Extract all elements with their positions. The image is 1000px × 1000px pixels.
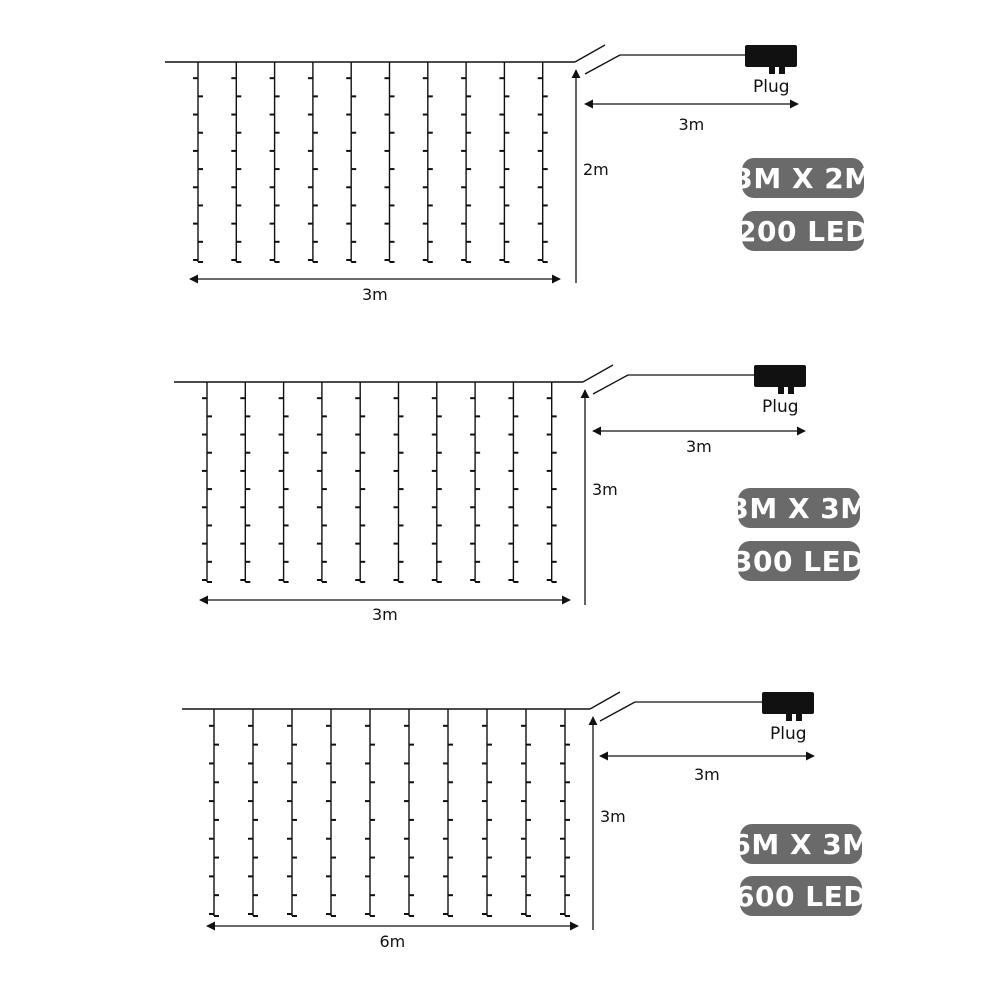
cable-length-label: 3m: [679, 115, 705, 134]
light-strand: [307, 62, 318, 263]
led-count-badge-label: 200 LED: [737, 215, 869, 248]
cable-break: [589, 691, 621, 710]
size-badge: [742, 158, 864, 198]
light-strand: [269, 62, 280, 263]
light-strand: [278, 382, 289, 583]
light-strand: [431, 382, 442, 583]
light-strand: [560, 709, 570, 917]
curtain-panel: Plug 3m 3m 6m 6M X 3M 600 LED: [182, 691, 870, 951]
led-count-badge-label: 600 LED: [735, 880, 867, 913]
width-dimension-label: 6m: [380, 932, 406, 951]
curtain-panel: Plug 3m 2m 3m 3M X 2M 200 LED: [165, 44, 872, 304]
plug-icon: [745, 45, 797, 74]
height-dimension-label: 3m: [600, 807, 626, 826]
size-badge-label: 3M X 2M: [733, 162, 872, 195]
plug-label: Plug: [753, 77, 790, 97]
light-strand: [546, 382, 557, 583]
light-strand: [384, 62, 395, 263]
light-strand: [346, 62, 357, 263]
cable-length-label: 3m: [694, 765, 720, 784]
light-strand: [443, 709, 453, 917]
light-strand: [404, 709, 414, 917]
light-strand: [355, 382, 366, 583]
cable-break: [584, 54, 621, 75]
cable-break: [574, 44, 606, 63]
size-badge-label: 6M X 3M: [731, 828, 870, 861]
light-strand: [461, 62, 472, 263]
light-strands: [182, 691, 815, 931]
light-strand: [202, 382, 212, 583]
led-count-badge: [738, 541, 860, 581]
size-badge: [740, 824, 862, 864]
light-strand: [248, 709, 258, 917]
cable-break: [599, 701, 636, 722]
plug-icon: [754, 365, 806, 394]
light-strand: [422, 62, 433, 263]
light-strand: [499, 62, 510, 263]
light-strand: [316, 382, 327, 583]
light-strand: [470, 382, 481, 583]
light-strand: [209, 709, 219, 917]
led-count-badge-label: 300 LED: [733, 545, 865, 578]
light-strand: [287, 709, 297, 917]
cable-break: [592, 374, 629, 395]
plug-icon: [762, 692, 814, 721]
plug-label: Plug: [762, 397, 799, 417]
size-badge-label: 3M X 3M: [729, 492, 868, 525]
plug-label: Plug: [770, 724, 807, 744]
led-count-badge: [742, 211, 864, 251]
cable-length-label: 3m: [686, 437, 712, 456]
light-strand: [193, 62, 203, 263]
light-strand: [537, 62, 548, 263]
light-strand: [521, 709, 531, 917]
width-dimension-label: 3m: [362, 285, 388, 304]
width-dimension-label: 3m: [372, 605, 398, 624]
light-strand: [231, 62, 242, 263]
light-strands: [174, 364, 806, 605]
height-dimension-label: 3m: [592, 480, 618, 499]
light-strand: [482, 709, 492, 917]
curtain-panel: Plug 3m 3m 3m 3M X 3M 300 LED: [174, 364, 868, 624]
size-badge: [738, 488, 860, 528]
cable-break: [582, 364, 614, 383]
light-strand: [365, 709, 375, 917]
light-strand: [393, 382, 404, 583]
led-count-badge: [740, 876, 862, 916]
light-strand: [240, 382, 251, 583]
light-strands: [165, 44, 799, 284]
light-strand: [326, 709, 336, 917]
light-strand: [508, 382, 519, 583]
height-dimension-label: 2m: [583, 160, 609, 179]
